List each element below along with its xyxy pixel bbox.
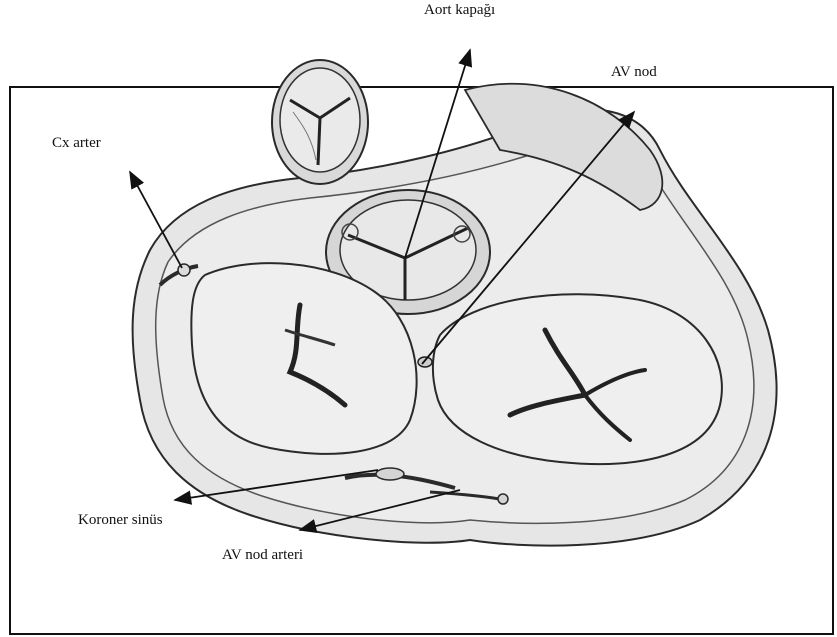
- label-aort-kapagi: Aort kapağı: [424, 2, 495, 19]
- upper-valve: [272, 60, 368, 184]
- tricuspid-orifice: [433, 294, 722, 464]
- label-av-nod-arteri: AV nod arteri: [222, 547, 303, 564]
- label-cx-arter: Cx arter: [52, 135, 101, 152]
- label-koroner-sinus: Koroner sinüs: [78, 512, 163, 529]
- label-av-nod: AV nod: [611, 64, 657, 81]
- av-node-marker: [418, 357, 432, 367]
